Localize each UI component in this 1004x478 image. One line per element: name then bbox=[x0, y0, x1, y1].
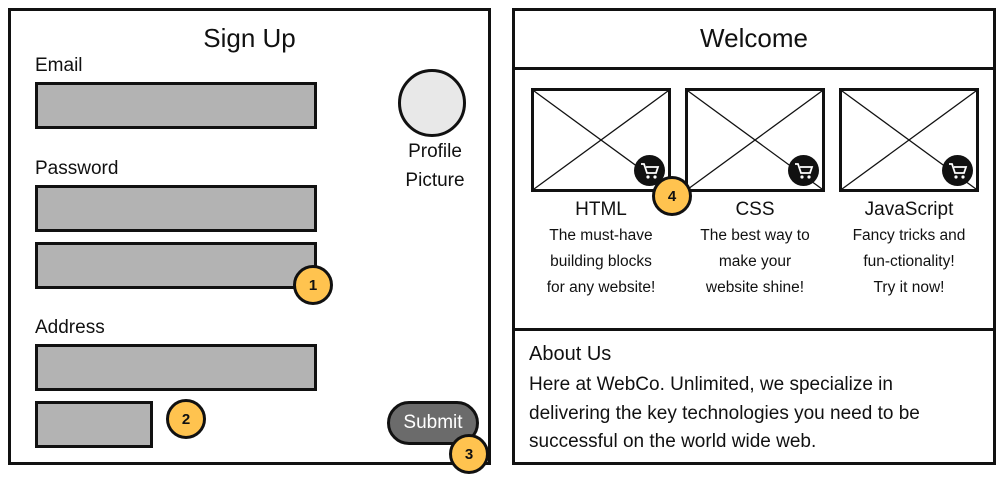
card-title: HTML bbox=[575, 199, 627, 220]
about-title: About Us bbox=[529, 343, 612, 365]
card-title: JavaScript bbox=[864, 199, 954, 220]
card-desc-line: Try it now! bbox=[873, 279, 945, 296]
signup-panel: Sign Up Email Password Address Profile P… bbox=[8, 8, 491, 465]
image-placeholder bbox=[531, 88, 671, 192]
annotation-badge-1: 1 bbox=[293, 265, 333, 305]
password-label: Password bbox=[35, 158, 119, 179]
card-desc-line: The must-have bbox=[549, 227, 653, 244]
password-confirm-field[interactable] bbox=[35, 242, 317, 289]
card-desc-line: The best way to bbox=[700, 227, 810, 244]
card-desc-line: for any website! bbox=[546, 279, 656, 296]
address-label: Address bbox=[35, 317, 105, 338]
card-desc-line: Fancy tricks and bbox=[852, 227, 966, 244]
email-field[interactable] bbox=[35, 82, 317, 129]
card-description: The best way to make your website shine! bbox=[685, 223, 825, 301]
signup-title: Sign Up bbox=[203, 23, 296, 53]
profile-picture-label-line2: Picture bbox=[405, 170, 465, 191]
profile-picture-label-line1: Profile bbox=[408, 141, 462, 162]
welcome-title: Welcome bbox=[700, 23, 808, 53]
card-desc-line: make your bbox=[718, 253, 792, 270]
shopping-cart-icon[interactable] bbox=[942, 155, 973, 186]
welcome-panel: Welcome HTML The must-have building bloc… bbox=[512, 8, 996, 465]
about-text-line: successful on the world wide web. bbox=[529, 431, 817, 452]
annotation-badge-2: 2 bbox=[166, 399, 206, 439]
card-title: CSS bbox=[735, 199, 775, 220]
email-label: Email bbox=[35, 55, 83, 76]
address-secondary-field[interactable] bbox=[35, 401, 153, 448]
profile-picture-placeholder[interactable] bbox=[398, 69, 466, 137]
password-field[interactable] bbox=[35, 185, 317, 232]
card-desc-line: building blocks bbox=[550, 253, 652, 270]
annotation-badge-3: 3 bbox=[449, 434, 489, 474]
profile-picture-label: Profile Picture bbox=[381, 137, 489, 195]
shopping-cart-icon[interactable] bbox=[788, 155, 819, 186]
about-text-line: Here at WebCo. Unlimited, we specialize … bbox=[529, 374, 893, 395]
card-description: Fancy tricks and fun-ctionality! Try it … bbox=[839, 223, 979, 301]
image-placeholder bbox=[839, 88, 979, 192]
image-placeholder bbox=[685, 88, 825, 192]
address-field[interactable] bbox=[35, 344, 317, 391]
product-card-html: HTML The must-have building blocks for a… bbox=[531, 88, 671, 301]
card-desc-line: fun-ctionality! bbox=[863, 253, 955, 270]
about-section: About Us Here at WebCo. Unlimited, we sp… bbox=[515, 328, 993, 462]
card-desc-line: website shine! bbox=[705, 279, 805, 296]
annotation-badge-4: 4 bbox=[652, 176, 692, 216]
card-description: The must-have building blocks for any we… bbox=[531, 223, 671, 301]
submit-button[interactable]: Submit bbox=[387, 401, 479, 445]
about-text: Here at WebCo. Unlimited, we specialize … bbox=[529, 371, 979, 457]
about-text-line: delivering the key technologies you need… bbox=[529, 402, 920, 424]
product-card-javascript: JavaScript Fancy tricks and fun-ctionali… bbox=[839, 88, 979, 301]
product-card-css: CSS The best way to make your website sh… bbox=[685, 88, 825, 301]
welcome-header: Welcome bbox=[515, 11, 993, 70]
